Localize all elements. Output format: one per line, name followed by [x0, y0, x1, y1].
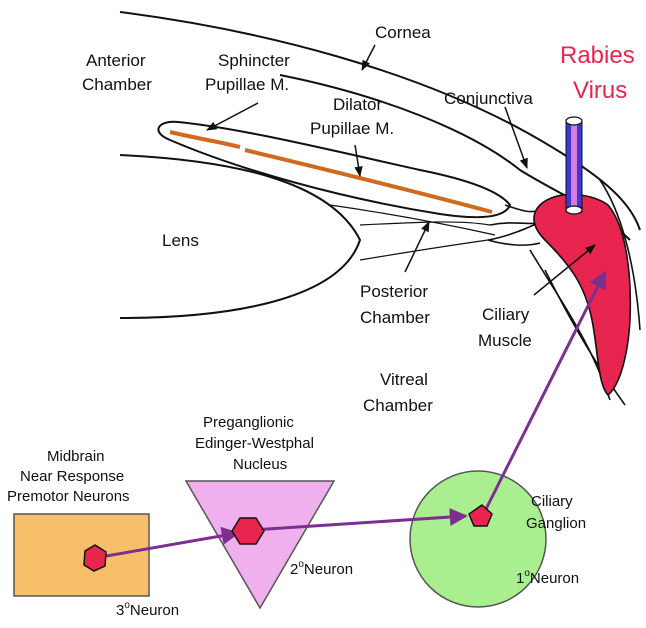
rabies-virus-needle: [566, 117, 582, 214]
nucleus-triangle: [186, 481, 334, 608]
label-3rd-neuron: 3oNeuron: [116, 600, 179, 619]
label-ciliary-muscle: Ciliary Muscle: [478, 305, 534, 350]
dilator-pointer: [355, 145, 360, 176]
ciliary-muscle-body: [534, 194, 630, 395]
label-posterior-chamber: Posterior Chamber: [360, 282, 433, 327]
lens: [120, 155, 360, 318]
label-sphincter-pupillae: Sphincter Pupillae M.: [205, 51, 295, 94]
neuron-body-2nd: [232, 518, 264, 544]
label-lens: Lens: [162, 231, 199, 250]
label-midbrain-neurons: Midbrain Near Response Premotor Neurons: [7, 448, 130, 505]
conjunctiva-pointer: [505, 107, 527, 168]
label-cornea: Cornea: [375, 23, 431, 42]
label-preganglionic-nucleus: Preganglionic Edinger-Westphal Nucleus: [195, 414, 318, 473]
label-rabies-virus: Rabies Virus: [560, 42, 641, 104]
label-dilator-pupillae: Dilator Pupillae M.: [310, 95, 394, 138]
posterior-chamber-pointer: [405, 222, 429, 272]
ciliary-process-2: [488, 222, 540, 245]
ciliary-process-1: [505, 205, 540, 212]
ganglion-circle: [410, 471, 546, 607]
zonule-lower: [360, 240, 488, 260]
midbrain-box: [14, 514, 149, 596]
label-2nd-neuron: 2oNeuron: [290, 559, 353, 578]
label-conjunctiva: Conjunctiva: [444, 89, 533, 108]
sphincter-pointer: [207, 103, 258, 130]
label-anterior-chamber: Anterior Chamber: [82, 51, 152, 94]
zonule-upper: [360, 222, 490, 225]
label-vitreal-chamber: Vitreal Chamber: [363, 370, 433, 415]
